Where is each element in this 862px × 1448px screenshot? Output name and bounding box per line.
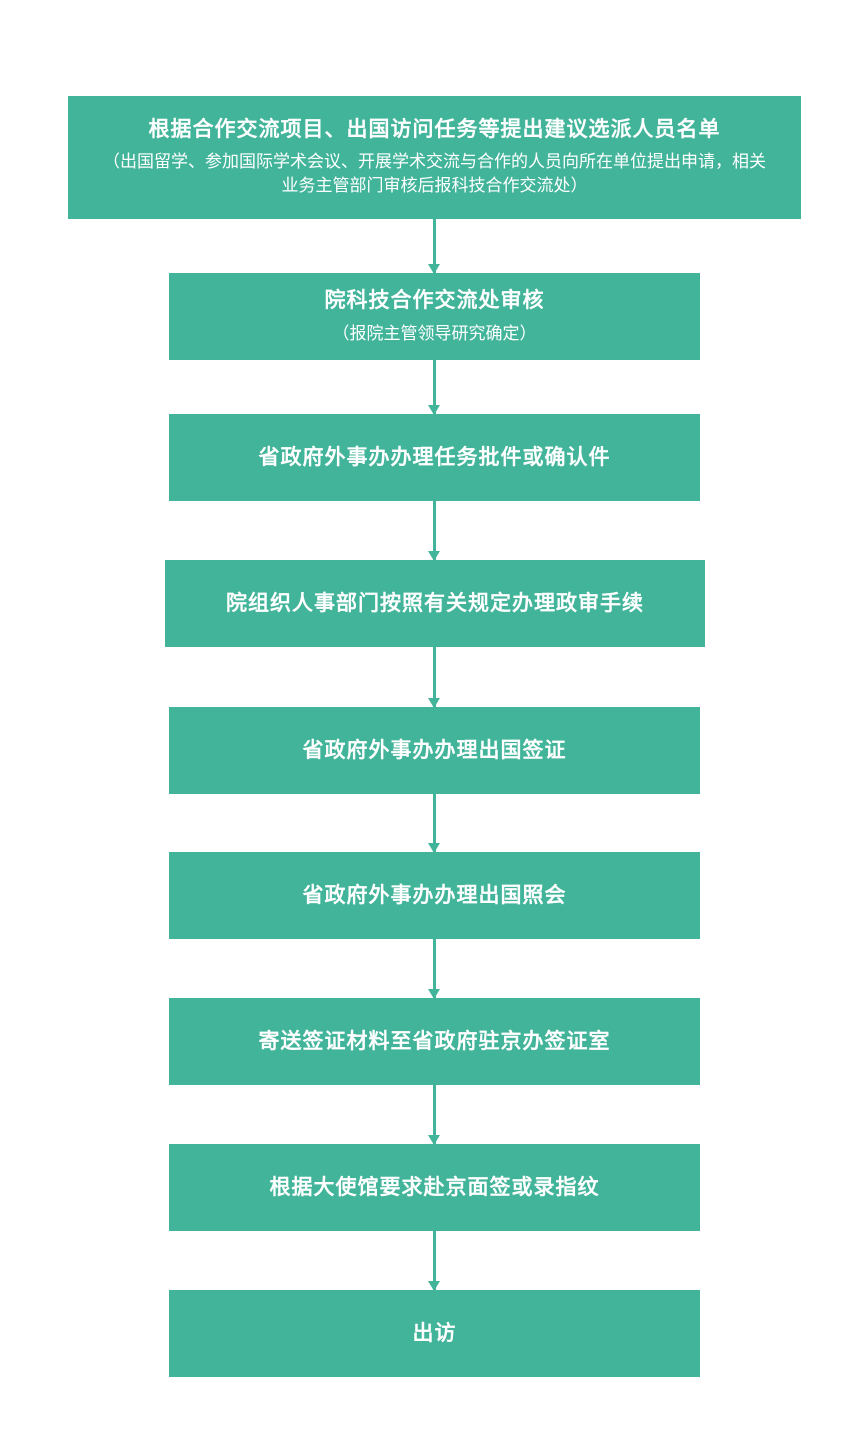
arrow-6-icon — [428, 939, 440, 999]
step-2-title: 院科技合作交流处审核 — [324, 287, 545, 312]
step-2-box: 院科技合作交流处审核 （报院主管领导研究确定） — [169, 273, 700, 360]
step-1-box: 根据合作交流项目、出国访问任务等提出建议选派人员名单 （出国留学、参加国际学术会… — [68, 96, 801, 219]
step-1-note: （出国留学、参加国际学术会议、开展学术交流与合作的人员向所在单位提出申请，相关业… — [103, 151, 766, 197]
arrow-5-icon — [428, 794, 440, 853]
step-4-title: 院组织人事部门按照有关规定办理政审手续 — [226, 590, 644, 615]
step-6-box: 省政府外事办办理出国照会 — [169, 852, 700, 939]
arrow-2-icon — [428, 360, 440, 415]
step-3-title: 省政府外事办办理任务批件或确认件 — [258, 444, 611, 469]
arrow-8-icon — [428, 1231, 440, 1291]
arrow-1-icon — [428, 219, 440, 274]
step-9-title: 出访 — [412, 1320, 457, 1345]
step-2-note: （报院主管领导研究确定） — [332, 323, 537, 344]
arrow-4-icon — [428, 647, 440, 708]
step-5-title: 省政府外事办办理出国签证 — [302, 737, 567, 762]
step-3-box: 省政府外事办办理任务批件或确认件 — [169, 414, 700, 501]
arrow-7-icon — [428, 1085, 440, 1145]
step-7-title: 寄送签证材料至省政府驻京办签证室 — [258, 1028, 611, 1053]
arrow-3-icon — [428, 501, 440, 561]
step-8-box: 根据大使馆要求赴京面签或录指纹 — [169, 1144, 700, 1231]
step-4-box: 院组织人事部门按照有关规定办理政审手续 — [165, 560, 705, 647]
step-1-title: 根据合作交流项目、出国访问任务等提出建议选派人员名单 — [148, 117, 721, 142]
step-9-box: 出访 — [169, 1290, 700, 1377]
step-7-box: 寄送签证材料至省政府驻京办签证室 — [169, 998, 700, 1085]
step-6-title: 省政府外事办办理出国照会 — [302, 882, 567, 907]
step-5-box: 省政府外事办办理出国签证 — [169, 707, 700, 794]
step-8-title: 根据大使馆要求赴京面签或录指纹 — [269, 1174, 600, 1199]
